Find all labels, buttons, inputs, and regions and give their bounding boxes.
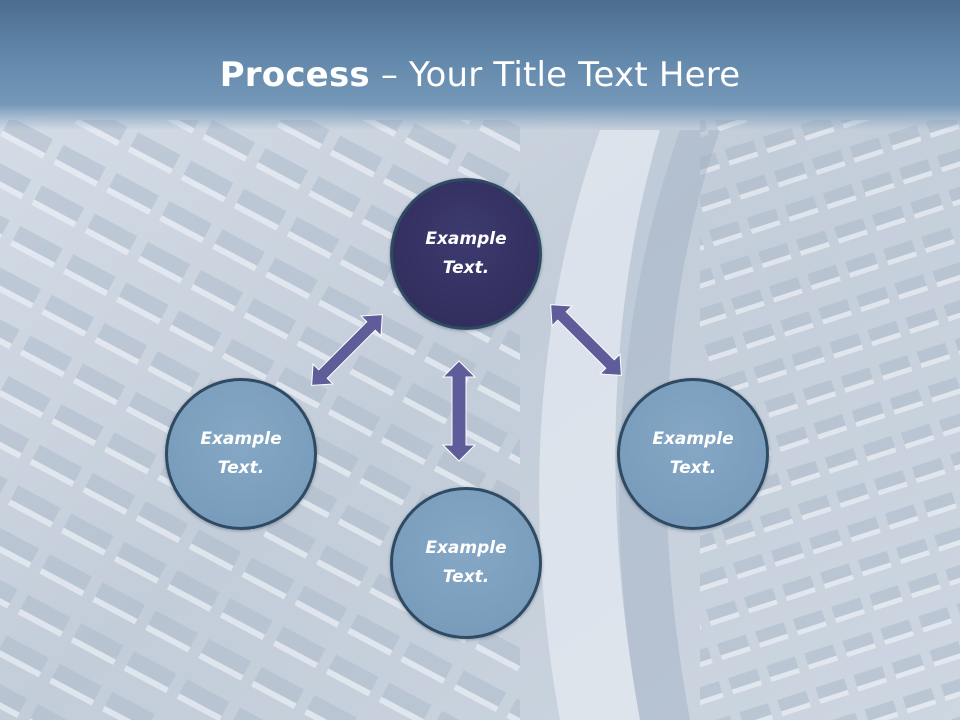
process-node-top[interactable]: Example Text. — [390, 178, 542, 330]
double-arrow-vertical — [441, 360, 477, 462]
process-node-bottom[interactable]: Example Text. — [390, 487, 542, 639]
process-node-left[interactable]: Example Text. — [165, 378, 317, 530]
node-left-label: Example Text. — [200, 429, 282, 478]
title-bar — [0, 0, 960, 130]
page-title: Process – Your Title Text Here — [0, 52, 960, 98]
node-bottom-label: Example Text. — [425, 538, 507, 587]
double-arrow-upper-left — [311, 314, 383, 386]
double-arrow-upper-right — [550, 304, 622, 376]
title-bold: Process — [219, 55, 370, 95]
node-right-label: Example Text. — [652, 429, 734, 478]
process-node-right[interactable]: Example Text. — [617, 378, 769, 530]
node-top-label: Example Text. — [425, 229, 507, 278]
title-rest: – Your Title Text Here — [369, 55, 741, 95]
